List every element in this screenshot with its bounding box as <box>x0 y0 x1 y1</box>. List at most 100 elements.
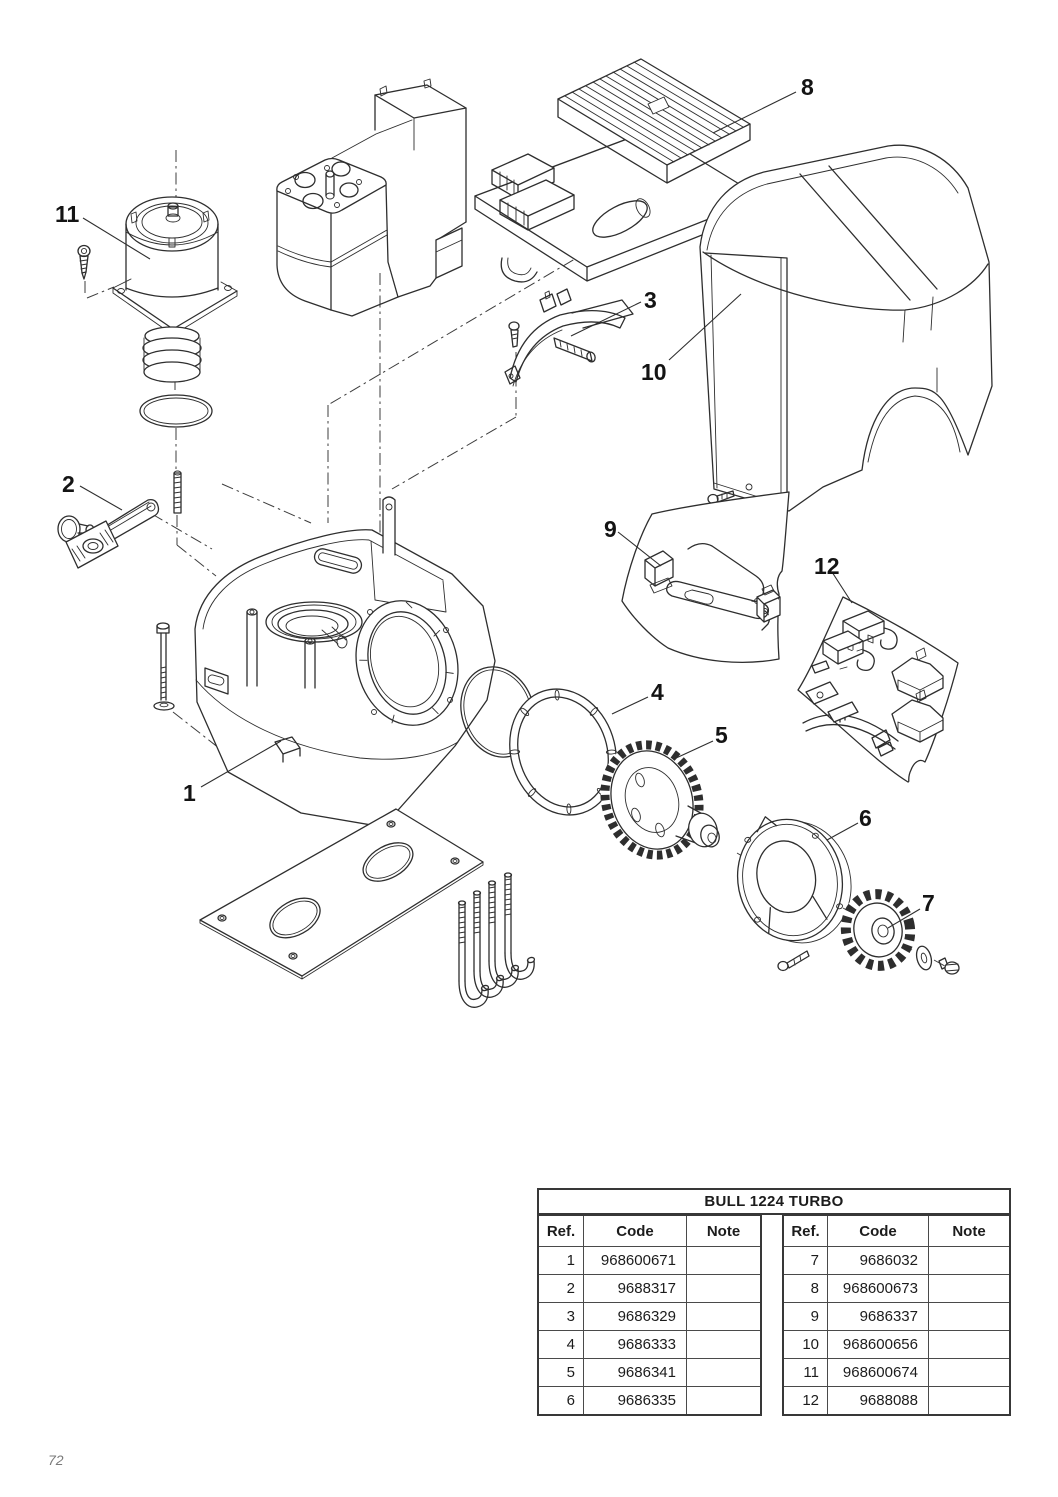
note-cell <box>929 1387 1009 1414</box>
code-cell: 968600673 <box>828 1275 929 1302</box>
callout-8-label: 8 <box>801 74 814 100</box>
note-cell <box>687 1247 760 1274</box>
anchor-bolts <box>457 872 536 1008</box>
callout-7: 7 <box>887 890 935 929</box>
note-cell <box>687 1387 760 1414</box>
motor-cover <box>276 78 467 317</box>
part-10-enclosure-cover <box>699 144 993 512</box>
anchor-bolt-icon <box>487 880 520 988</box>
threaded-stud-icon <box>173 470 182 514</box>
code-cell: 9686329 <box>584 1303 687 1330</box>
ref-cell: 9 <box>784 1303 828 1330</box>
callout-1: 1 <box>183 740 282 806</box>
ref-cell: 7 <box>784 1247 828 1274</box>
callout-6: 6 <box>826 805 872 841</box>
foundation-plate <box>199 808 484 980</box>
ref-cell: 12 <box>784 1387 828 1414</box>
header-code: Code <box>828 1216 929 1246</box>
header-note: Note <box>706 1222 741 1240</box>
header-note: Note <box>952 1222 986 1240</box>
callout-12-label: 12 <box>814 553 840 579</box>
code-cell: 9688088 <box>828 1387 929 1414</box>
bolt-icon <box>938 957 960 975</box>
callout-12: 12 <box>814 553 853 604</box>
ref-cell: 4 <box>539 1331 584 1358</box>
callout-7-label: 7 <box>922 890 935 916</box>
ref-cell: 5 <box>539 1359 584 1386</box>
callout-9: 9 <box>604 516 662 567</box>
note-cell <box>929 1303 1009 1330</box>
ref-cell: 2 <box>539 1275 584 1302</box>
code-cell: 9686341 <box>584 1359 687 1386</box>
note-cell <box>687 1331 760 1358</box>
part-8-control-unit <box>474 58 763 283</box>
anchor-bolt-icon <box>457 900 490 1008</box>
table-header-row: Ref. Code Note <box>784 1216 1009 1246</box>
code-cell: 9686337 <box>828 1303 929 1330</box>
part-1-gearbox-body <box>194 496 496 828</box>
note-cell <box>687 1303 760 1330</box>
part-9-limit-switch-bracket <box>621 491 790 663</box>
header-code: Code <box>584 1216 687 1246</box>
callout-5: 5 <box>673 722 728 760</box>
callout-5-label: 5 <box>715 722 728 748</box>
note-cell <box>929 1359 1009 1386</box>
note-cell <box>687 1359 760 1386</box>
anchor-bolt-icon <box>503 872 536 980</box>
callout-10: 10 <box>641 293 742 385</box>
part-7-pinion-sprocket <box>840 889 960 975</box>
part-3-curved-bracket <box>504 288 634 387</box>
ref-cell: 6 <box>539 1387 584 1414</box>
ref-cell: 3 <box>539 1303 584 1330</box>
callout-4-label: 4 <box>651 679 664 705</box>
ref-cell: 1 <box>539 1247 584 1274</box>
code-cell: 9686335 <box>584 1387 687 1414</box>
callout-10-label: 10 <box>641 359 667 385</box>
anchor-bolt-icon <box>472 890 505 998</box>
part-11-motor-assembly <box>77 196 238 428</box>
screw-icon <box>77 244 91 280</box>
code-cell: 9686032 <box>828 1247 929 1274</box>
header-ref: Ref. <box>539 1216 584 1246</box>
code-cell: 968600674 <box>828 1359 929 1386</box>
part-12-small-parts-kit <box>797 596 959 783</box>
screw-icon <box>777 950 810 972</box>
table-header-row: Ref. Code Note <box>539 1216 760 1246</box>
note-cell <box>687 1275 760 1302</box>
part-5-gear <box>600 740 720 860</box>
note-cell <box>929 1275 1009 1302</box>
washer-icon <box>915 945 933 971</box>
callout-4: 4 <box>611 679 664 715</box>
ref-cell: 11 <box>784 1359 828 1386</box>
callout-8: 8 <box>712 74 814 134</box>
callout-11-label: 11 <box>55 201 80 227</box>
callout-1-label: 1 <box>183 780 196 806</box>
note-cell <box>929 1331 1009 1358</box>
header-ref: Ref. <box>784 1216 828 1246</box>
note-cell <box>929 1247 1009 1274</box>
long-bolt-icon <box>153 622 175 711</box>
screw-icon <box>508 321 520 348</box>
callout-9-label: 9 <box>604 516 617 542</box>
parts-table-title: BULL 1224 TURBO <box>537 1188 1011 1215</box>
ref-cell: 10 <box>784 1331 828 1358</box>
callout-2: 2 <box>62 471 123 511</box>
callout-2-label: 2 <box>62 471 75 497</box>
callout-11: 11 <box>55 201 151 260</box>
